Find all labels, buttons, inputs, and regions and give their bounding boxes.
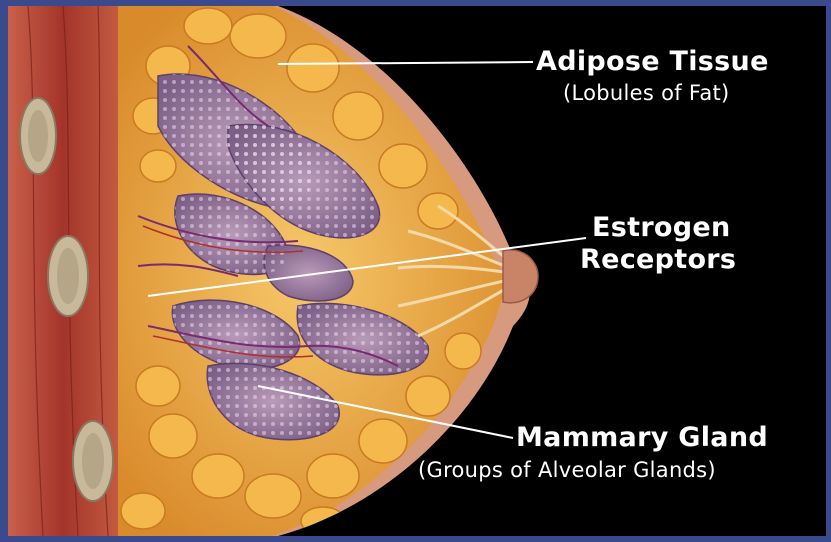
adipose-tissue-sublabel: (Lobules of Fat) [563,81,730,105]
receptors-label: Receptors [580,244,736,275]
diagram-canvas: Adipose Tissue (Lobules of Fat) Estrogen… [8,6,826,536]
mammary-gland-label: Mammary Gland [516,422,768,453]
nipple [503,250,538,303]
mammary-gland-sublabel: (Groups of Alveolar Glands) [418,458,716,482]
adipose-tissue-label: Adipose Tissue [536,46,769,77]
estrogen-label: Estrogen [592,212,731,243]
